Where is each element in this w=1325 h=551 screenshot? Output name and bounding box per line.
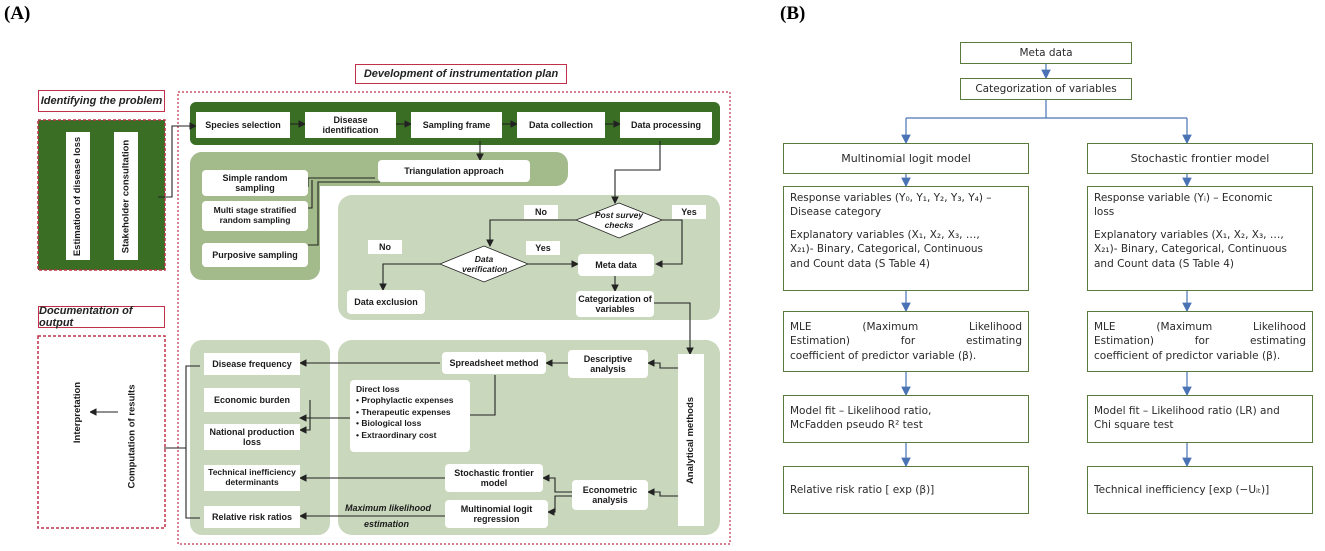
- data-verification: Data verification: [462, 254, 508, 274]
- multinomial-fit-box: Model fit – Likelihood ratio, McFadden p…: [783, 395, 1029, 443]
- stochastic-fit-box: Model fit – Likelihood ratio (LR) and Ch…: [1087, 395, 1313, 443]
- explanatory-line: and Count data (S Table 4): [790, 257, 930, 270]
- estimation-of-disease-loss: Estimation of disease loss: [66, 132, 90, 260]
- explanatory-line: Explanatory variables (X₁, X₂, X₃, …,: [1094, 228, 1284, 241]
- multinomial-mle-box: MLE (Maximum Likelihood Estimation) for …: [783, 311, 1029, 372]
- output-technical-inefficiency: Technical inefficiency determinants: [204, 465, 300, 491]
- step-data-processing: Data processing: [620, 112, 712, 138]
- analytical-methods: Analytical methods: [678, 354, 704, 526]
- output-national-production-loss: National production loss: [204, 424, 300, 450]
- stochastic-frontier-model-a: Stochastic frontier model: [445, 464, 543, 492]
- response-line: Response variable (Yᵢ) – Economic: [1094, 192, 1273, 204]
- explanatory-line: Explanatory variables (X₁, X₂, X₃, …,: [790, 228, 980, 241]
- stochastic-variables-box: Response variable (Yᵢ) – Economic loss E…: [1087, 186, 1313, 291]
- spreadsheet-method: Spreadsheet method: [442, 352, 546, 374]
- response-line: Response variables (Y₀, Y₁, Y₂, Y₃, Y₄) …: [790, 192, 992, 204]
- verification-no: No: [368, 240, 402, 254]
- explanatory-line: and Count data (S Table 4): [1094, 257, 1234, 270]
- response-line: loss: [1094, 206, 1115, 219]
- explanatory-line: X₂₁)- Binary, Categorical, Continuous: [790, 243, 984, 256]
- fit-line: Model fit – Likelihood ratio (LR) and: [1094, 405, 1280, 417]
- mle-line: Estimation) for estimating: [790, 335, 1022, 348]
- stochastic-mle-box: MLE (Maximum Likelihood Estimation) for …: [1087, 311, 1313, 372]
- post-survey-no: No: [524, 205, 558, 219]
- direct-loss-item: • Biological loss: [356, 418, 422, 429]
- mle-line: coefficient of predictor variable (β).: [790, 349, 977, 362]
- explanatory-line: X₂₁)- Binary, Categorical, Continuous: [1094, 243, 1288, 256]
- response-line: Disease category: [790, 206, 882, 219]
- output-relative-risk-ratios: Relative risk ratios: [204, 506, 300, 528]
- fit-line: Model fit – Likelihood ratio,: [790, 405, 932, 417]
- stochastic-frontier-model-title: Stochastic frontier model: [1087, 143, 1313, 174]
- step-sampling-frame: Sampling frame: [411, 112, 502, 138]
- identify-title: Identifying the problem: [38, 90, 165, 112]
- step-data-collection: Data collection: [517, 112, 605, 138]
- documentation-title: Documentation of output: [38, 305, 165, 329]
- multinomial-variables-box: Response variables (Y₀, Y₁, Y₂, Y₃, Y₄) …: [783, 186, 1029, 291]
- output-economic-burden: Economic burden: [204, 388, 300, 412]
- direct-loss-item: • Extraordinary cost: [356, 429, 437, 440]
- estimation-label: estimation: [364, 519, 410, 529]
- final-line: Relative risk ratio [ exp (β)]: [790, 483, 935, 496]
- mle-line: MLE (Maximum Likelihood: [790, 321, 1022, 333]
- direct-loss-item: • Prophylactic expenses: [356, 395, 454, 406]
- technical-inefficiency-box: Technical inefficiency [exp (−Uᵢₜ)]: [1087, 466, 1313, 514]
- meta-data-a: Meta data: [578, 254, 654, 276]
- step-species-selection: Species selection: [196, 112, 290, 138]
- verification-yes: Yes: [526, 241, 560, 255]
- direct-loss-title: Direct loss: [356, 384, 400, 394]
- multinomial-logit-model-title: Multinomial logit model: [783, 143, 1029, 174]
- identify-box: [37, 119, 166, 271]
- stakeholder-consultation: Stakeholder consultation: [114, 132, 138, 260]
- categorization-of-variables-b: Categorization of variables: [960, 78, 1132, 100]
- panel-a-label: (A): [4, 3, 31, 24]
- meta-data-b: Meta data: [960, 42, 1132, 64]
- fit-line: McFadden pseudo R² test: [790, 419, 923, 432]
- final-line: Technical inefficiency [exp (−Uᵢₜ)]: [1094, 483, 1270, 496]
- relative-risk-ratio-box: Relative risk ratio [ exp (β)]: [783, 466, 1029, 514]
- output-disease-frequency: Disease frequency: [204, 353, 300, 375]
- mle-line: coefficient of predictor variable (β).: [1094, 349, 1281, 362]
- direct-loss-box: Direct loss • Prophylactic expenses • Th…: [350, 380, 470, 452]
- mle-line: Estimation) for estimating: [1094, 335, 1306, 348]
- post-survey-diamond: [574, 202, 664, 239]
- development-title: Development of instrumentation plan: [355, 64, 567, 84]
- development-border: [177, 91, 731, 545]
- computation-of-results: Computation of results: [118, 350, 146, 522]
- econometric-analysis: Econometric analysis: [572, 480, 648, 510]
- fit-line: Chi square test: [1094, 419, 1174, 432]
- multi-stage-stratified-sampling: Multi stage stratified random sampling: [202, 201, 308, 231]
- maximum-likelihood-label: Maximum likelihood: [345, 503, 432, 513]
- step-disease-identification: Disease identification: [305, 112, 396, 138]
- data-verification-diamond: [438, 245, 530, 283]
- triangulation-approach: Triangulation approach: [378, 160, 530, 182]
- direct-loss-item: • Therapeutic expenses: [356, 406, 451, 417]
- purposive-sampling: Purposive sampling: [202, 243, 308, 267]
- mle-line: MLE (Maximum Likelihood: [1094, 321, 1306, 333]
- categorization-of-variables-a: Categorization of variables: [576, 291, 654, 317]
- data-exclusion: Data exclusion: [347, 290, 425, 314]
- panel-b-label: (B): [780, 3, 806, 24]
- post-survey-checks: Post survey checks: [594, 210, 644, 230]
- multinomial-logit-regression: Multinomial logit regression: [445, 500, 548, 528]
- post-survey-yes: Yes: [672, 205, 706, 219]
- descriptive-analysis: Descriptive analysis: [568, 350, 648, 378]
- interpretation: Interpretation: [66, 350, 90, 474]
- simple-random-sampling: Simple random sampling: [202, 170, 308, 196]
